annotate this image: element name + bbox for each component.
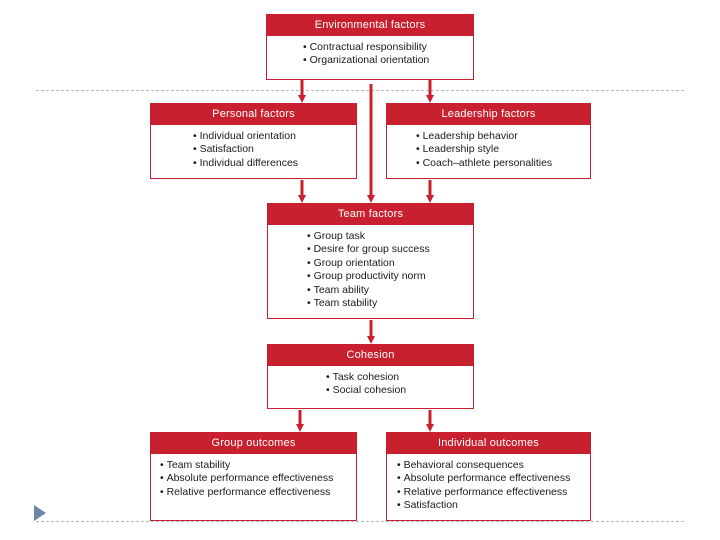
list-item: Group orientation [307, 257, 473, 270]
leadership-factors-title: Leadership factors [387, 104, 590, 125]
list-item: Group task [307, 230, 473, 243]
list-item: Desire for group success [307, 243, 473, 256]
list-item: Individual differences [193, 157, 356, 170]
list-item: Behavioral consequences [397, 459, 590, 472]
list-item: Contractual responsibility [303, 41, 473, 54]
list-item: Satisfaction [397, 499, 590, 512]
individual-outcomes-title: Individual outcomes [387, 433, 590, 454]
list-item: Team stability [307, 297, 473, 310]
slide-marker-triangle-icon [34, 505, 46, 521]
slide-guide-line-top [36, 90, 684, 91]
list-item: Coach–athlete personalities [416, 157, 590, 170]
list-item: Team ability [307, 284, 473, 297]
personal-factors-box: Personal factors Individual orientation … [150, 103, 357, 179]
list-item: Team stability [160, 459, 356, 472]
list-item: Individual orientation [193, 130, 356, 143]
team-factors-title: Team factors [268, 204, 473, 225]
slide-guide-line-bottom [36, 521, 684, 522]
environmental-factors-title: Environmental factors [267, 15, 473, 36]
list-item: Group productivity norm [307, 270, 473, 283]
list-item: Social cohesion [326, 384, 473, 397]
list-item: Absolute performance effectiveness [160, 472, 356, 485]
team-factors-box: Team factors Group task Desire for group… [267, 203, 474, 319]
individual-outcomes-box: Individual outcomes Behavioral consequen… [386, 432, 591, 521]
list-item: Organizational orientation [303, 54, 473, 67]
leadership-factors-box: Leadership factors Leadership behavior L… [386, 103, 591, 179]
list-item: Satisfaction [193, 143, 356, 156]
list-item: Task cohesion [326, 371, 473, 384]
environmental-factors-box: Environmental factors Contractual respon… [266, 14, 474, 80]
list-item: Relative performance effectiveness [160, 486, 356, 499]
personal-factors-title: Personal factors [151, 104, 356, 125]
list-item: Leadership style [416, 143, 590, 156]
list-item: Relative performance effectiveness [397, 486, 590, 499]
group-outcomes-title: Group outcomes [151, 433, 356, 454]
list-item: Absolute performance effectiveness [397, 472, 590, 485]
list-item: Leadership behavior [416, 130, 590, 143]
cohesion-box: Cohesion Task cohesion Social cohesion [267, 344, 474, 409]
group-outcomes-box: Group outcomes Team stability Absolute p… [150, 432, 357, 521]
cohesion-title: Cohesion [268, 345, 473, 366]
